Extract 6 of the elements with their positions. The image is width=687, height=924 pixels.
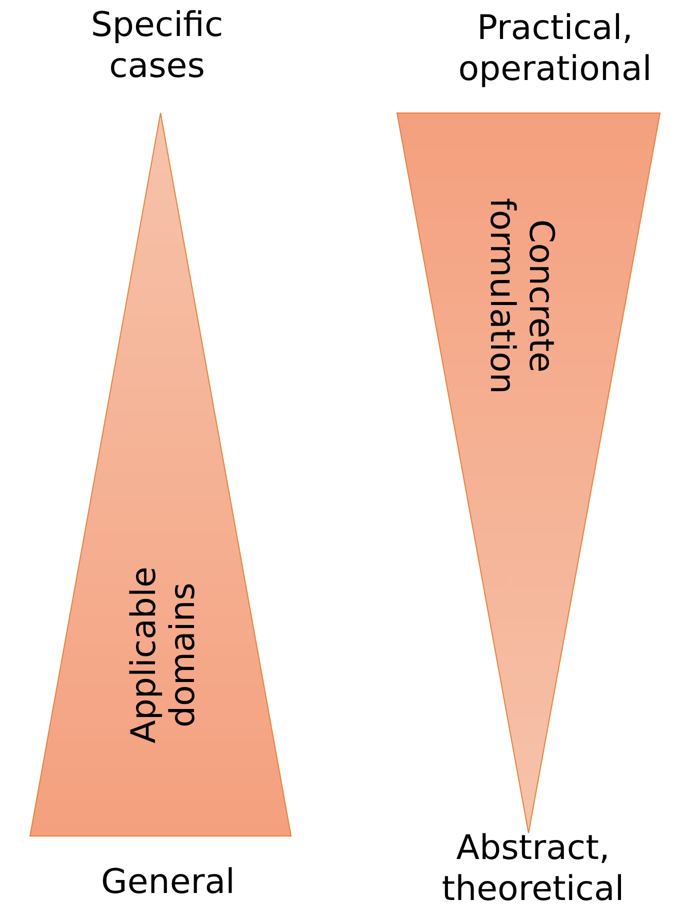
bottom-label: General bbox=[100, 862, 236, 903]
bottom-label: Abstract, theoretical bbox=[440, 828, 626, 910]
top-label: Specific cases bbox=[90, 5, 224, 87]
triangle-label: Concrete formulation bbox=[480, 196, 560, 396]
triangle-label: Applicable domains bbox=[125, 566, 204, 746]
top-label: Practical, operational bbox=[457, 8, 653, 90]
